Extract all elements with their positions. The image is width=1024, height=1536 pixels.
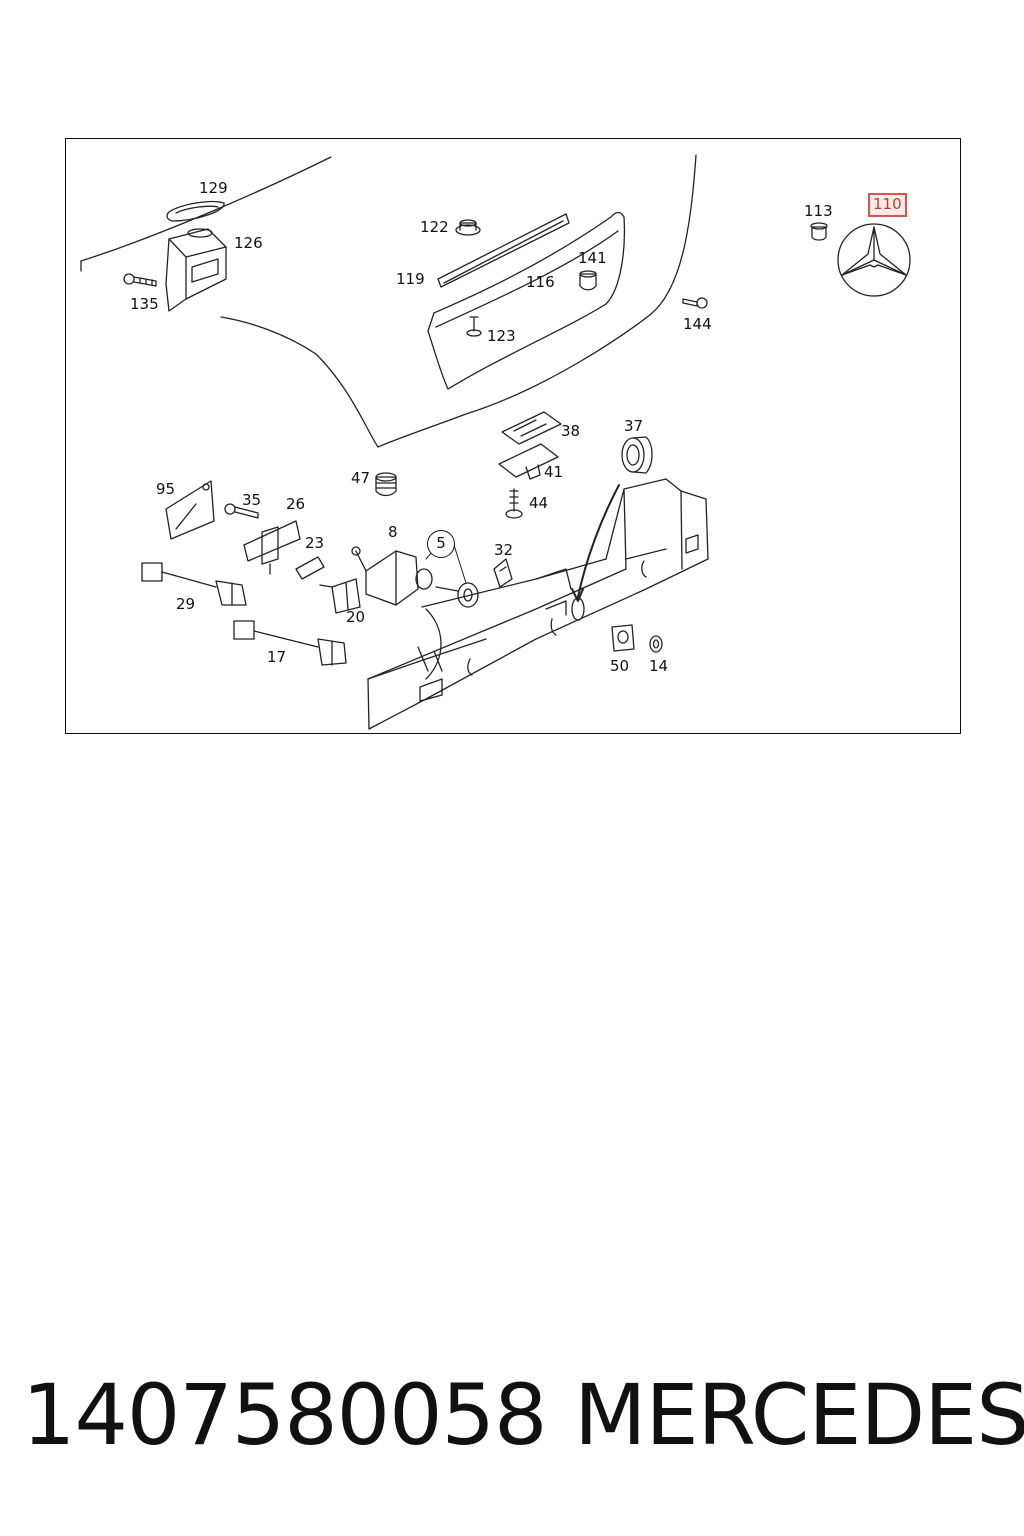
callout-37: 37 (624, 417, 644, 435)
screw-123 (466, 316, 482, 337)
clip-41 (498, 443, 559, 480)
callout-135: 135 (130, 295, 159, 313)
callout-35: 35 (242, 491, 262, 509)
callout-17: 17 (267, 648, 287, 666)
trunk-lid-outline-right (220, 154, 697, 448)
star-emblem-110 (837, 223, 911, 297)
actuator-20 (319, 578, 361, 614)
callout-141: 141 (578, 249, 607, 267)
switch-26 (243, 520, 301, 575)
grommet-47 (375, 472, 397, 497)
bracket-38 (501, 411, 562, 445)
grommet-37 (621, 436, 653, 474)
callout-95: 95 (156, 480, 176, 498)
seal-129 (166, 200, 225, 222)
exploded-view-drawing (80, 154, 911, 730)
callout-20: 20 (346, 608, 366, 626)
callout-23: 23 (305, 534, 325, 552)
cable-29 (141, 562, 247, 606)
callout-26: 26 (286, 495, 306, 513)
license-plate-recess (427, 211, 626, 390)
handle-trim-bar (367, 478, 709, 730)
product-caption: 1407580058 MERCEDES (22, 1366, 1024, 1466)
clip-23 (295, 556, 325, 580)
parts-diagram: 129 126 135 122 119 116 141 123 113 110 … (65, 138, 961, 734)
brand-name: MERCEDES (574, 1366, 1024, 1464)
sleeve-113 (810, 222, 828, 241)
callout-44: 44 (529, 494, 549, 512)
callout-123: 123 (487, 327, 516, 345)
callout-38: 38 (561, 422, 581, 440)
part-number: 1407580058 (22, 1366, 547, 1464)
nut-122 (455, 219, 481, 236)
trim-strip-119 (437, 213, 570, 288)
callout-126: 126 (234, 234, 263, 252)
callout-8: 8 (388, 523, 398, 541)
clip-32 (493, 558, 513, 588)
bracket-95 (165, 480, 215, 540)
callout-113: 113 (804, 202, 833, 220)
light-housing-126 (165, 228, 227, 312)
screw-141 (579, 270, 597, 291)
callout-144: 144 (683, 315, 712, 333)
callout-32: 32 (494, 541, 514, 559)
callout-50: 50 (610, 657, 630, 675)
callout-14: 14 (649, 657, 669, 675)
washer-14 (649, 635, 663, 653)
callout-116: 116 (526, 273, 555, 291)
callout-129: 129 (199, 179, 228, 197)
screw-44 (505, 488, 523, 519)
callout-110: 110 (868, 193, 907, 217)
screw-144 (682, 297, 708, 309)
screw-135 (123, 273, 157, 287)
leader-arrow (577, 484, 620, 598)
trunk-lid-outline (80, 156, 332, 262)
callout-5: 5 (427, 530, 455, 558)
callout-47: 47 (351, 469, 371, 487)
lock-assembly-8 (351, 546, 433, 606)
screw-35 (224, 503, 259, 519)
callout-122: 122 (420, 218, 449, 236)
callout-119: 119 (396, 270, 425, 288)
nut-50 (611, 624, 635, 652)
callout-29: 29 (176, 595, 196, 613)
cable-17 (233, 620, 347, 666)
callout-41: 41 (544, 463, 564, 481)
